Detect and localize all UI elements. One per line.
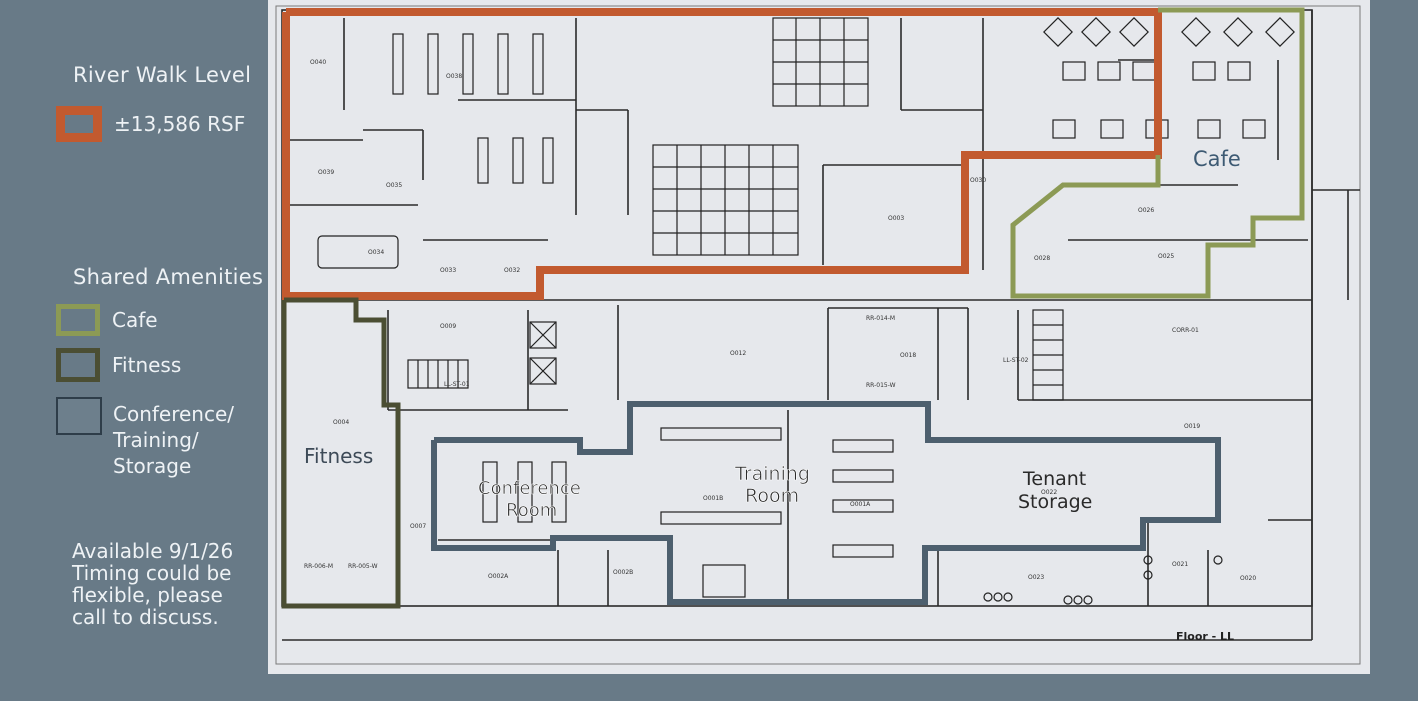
cafe-zone-label: Cafe <box>1193 147 1241 171</box>
legend-title-shared-amenities: Shared Amenities <box>73 265 264 289</box>
room-code: O003 <box>888 215 904 222</box>
workstation-furniture <box>317 17 1295 605</box>
floor-plan-map: O040 O038 O039 O035 O034 O033 O032 O003 … <box>268 0 1370 674</box>
room-code: O002A <box>488 573 509 580</box>
room-code: O030 <box>970 177 986 184</box>
room-code: O019 <box>1184 423 1200 430</box>
legend-title-river-walk: River Walk Level <box>73 63 252 87</box>
training-room-label-line2: Room <box>745 485 799 507</box>
room-code: O001B <box>703 495 723 502</box>
room-code: O032 <box>504 267 520 274</box>
room-code: CORR-01 <box>1172 327 1199 334</box>
room-code: O035 <box>386 182 402 189</box>
room-code: O028 <box>1034 255 1050 262</box>
availability-note: Available 9/1/26 Timing could be flexibl… <box>72 539 234 629</box>
room-code: RR-005-W <box>348 563 378 570</box>
room-code: O009 <box>440 323 456 330</box>
room-code: RR-015-W <box>866 382 896 389</box>
river-walk-suite-outline <box>282 8 1162 300</box>
room-code: O039 <box>318 169 334 176</box>
room-code: O025 <box>1158 253 1174 260</box>
main-area-swatch <box>56 106 102 142</box>
conference-training-storage-label: Conference/ Training/ Storage <box>113 402 235 478</box>
tenant-storage-label-line1: Tenant <box>1022 468 1086 490</box>
room-code: O033 <box>440 267 456 274</box>
cafe-outline <box>1010 7 1305 299</box>
tenant-storage-label-line2: Storage <box>1018 491 1092 513</box>
floor-label: Floor - LL <box>1176 630 1234 643</box>
room-code: O023 <box>1028 574 1044 581</box>
cafe-label: Cafe <box>112 308 158 332</box>
room-code: LL-ST-01 <box>444 381 470 388</box>
room-code: O038 <box>446 73 462 80</box>
room-code: O018 <box>900 352 916 359</box>
room-code: O007 <box>410 523 426 530</box>
room-code: O012 <box>730 350 746 357</box>
legend-item-fitness: Fitness <box>56 348 181 382</box>
plan-sheet <box>268 0 1370 674</box>
room-code: RR-006-M <box>304 563 333 570</box>
room-code-labels: O040 O038 O039 O035 O034 O033 O032 O003 … <box>304 59 1256 582</box>
conference-training-storage-outline <box>431 401 1221 605</box>
fitness-swatch <box>56 348 100 382</box>
conference-room-label-line1: Conference <box>478 478 581 499</box>
cafe-swatch <box>56 304 100 336</box>
legend-item-main-area: ±13,586 RSF <box>56 106 245 142</box>
conference-room-label-line2: Room <box>506 500 557 521</box>
room-code: O034 <box>368 249 384 256</box>
room-code: O001A <box>850 501 871 508</box>
conference-swatch <box>56 397 102 435</box>
room-code: O040 <box>310 59 326 66</box>
room-code: LL-ST-02 <box>1003 357 1029 364</box>
room-code: O022 <box>1041 489 1057 496</box>
fitness-outline <box>281 297 401 609</box>
room-code: O026 <box>1138 207 1154 214</box>
fitness-zone-label: Fitness <box>304 444 373 468</box>
room-code: RR-014-M <box>866 315 895 322</box>
training-room-label-line1: Training <box>734 463 810 485</box>
room-code: O021 <box>1172 561 1188 568</box>
fitness-label: Fitness <box>112 353 182 377</box>
sheet-border <box>275 5 1361 665</box>
room-code: O004 <box>333 419 349 426</box>
room-code: O020 <box>1240 575 1256 582</box>
room-code: O002B <box>613 569 633 576</box>
main-area-label: ±13,586 RSF <box>114 112 246 136</box>
legend-item-cafe: Cafe <box>56 304 158 336</box>
